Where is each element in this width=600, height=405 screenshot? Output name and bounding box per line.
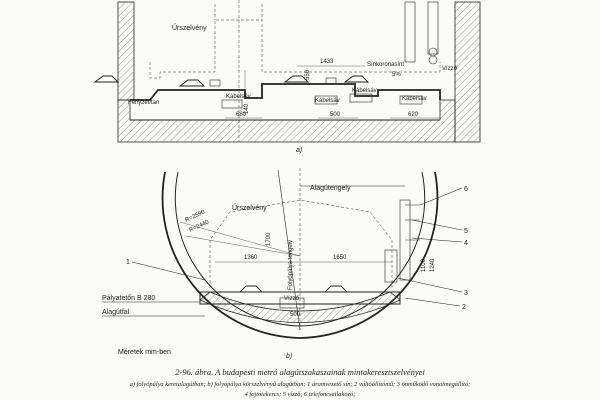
dim-620: 620	[408, 112, 419, 118]
fenyzet-label-a: Fényzet/tan	[128, 100, 159, 106]
left-wall-a	[117, 1, 135, 101]
dim-500-b: 500	[290, 312, 301, 318]
alagutengely-label-b: Alagútengely	[310, 185, 351, 192]
alagutfal-label: Alagútfal	[102, 309, 130, 316]
urszelveny-label-a: Űrszelvény	[172, 23, 207, 32]
cable-ducts-a	[221, 93, 423, 109]
sinkorona-label-a: Sínkoronasínt	[367, 62, 404, 68]
base-slab-a	[117, 99, 456, 143]
caption-title: 2-96. ábra. A budapesti metró alagútszak…	[175, 367, 425, 377]
meretek-label: Méretek mm-ben	[118, 349, 171, 356]
urszelveny-label-b: Űrszelvény	[232, 203, 267, 212]
callout-2: 2	[462, 304, 466, 311]
dim-1360: 1360	[244, 255, 258, 261]
callout-4: 4	[464, 240, 468, 247]
side-equipment-b	[384, 199, 420, 283]
dimensions-a: 1433 550 140 680 500 620	[225, 59, 440, 119]
callout-3: 3	[464, 290, 468, 297]
vertical-axis-label: Folyópálya tengely	[288, 240, 294, 290]
figure-a: Űrszelvény Sínkoronasínt Vízző Fényzet/t…	[93, 0, 481, 154]
rails-a	[93, 75, 370, 87]
dim-680: 680	[236, 112, 247, 118]
clearance-outline-b	[209, 199, 393, 288]
clearance-outline-a	[149, 19, 441, 79]
kabel-label-far-a: Kábelsáv	[402, 96, 427, 102]
dim-550: 550	[305, 69, 311, 80]
dim-1100: 1100	[421, 258, 427, 272]
callout-1: 1	[126, 259, 130, 266]
dim-1650: 1650	[333, 255, 347, 261]
callout-6: 6	[464, 186, 468, 193]
vizzo-label-b: Vízző	[284, 296, 300, 302]
callouts-b: 1 2 3 4 5 6	[126, 186, 468, 311]
invert-hatch	[199, 291, 401, 323]
dim-1433: 1433	[320, 59, 334, 65]
figure-b-letter: b)	[286, 353, 292, 360]
dim-140: 140	[244, 103, 250, 114]
callout-5: 5	[464, 228, 468, 235]
caption-line-2: 4 fojtótekercs; 5 vízző; 6 telefoncsatla…	[245, 391, 356, 398]
vizzo-label-a: Vízző	[442, 66, 458, 72]
dim-500: 500	[330, 112, 341, 118]
pipes-a	[404, 1, 439, 65]
figure-b: Alagútengely Űrszelvény R=2590 R=2440 Fo…	[102, 168, 468, 360]
palyateton-label: Pályatetőn B 280	[102, 295, 155, 302]
kabel-label-mid-a: Kábelsáv	[315, 98, 340, 104]
dim-1700: 1700	[266, 232, 272, 246]
right-wall-a	[454, 1, 481, 143]
dim-1240: 1240	[430, 258, 436, 272]
figure-a-letter: a)	[296, 147, 302, 154]
dimensions-b: 1360 1650 1700 1100 1240 500	[215, 232, 436, 318]
tunnel-lining-outer	[161, 171, 439, 339]
kabel-label-right-a: Kábelsáv	[352, 88, 377, 94]
track-bed-profile-a	[130, 83, 441, 101]
rails-b	[238, 285, 349, 309]
caption: 2-96. ábra. A budapesti metró alagútszak…	[130, 367, 471, 398]
kabel-label-left-a: Kábelsáv	[226, 94, 251, 100]
slope-label-a: 5%	[392, 72, 401, 78]
caption-line-1: a) folyópálya keretalagútban; b) folyópá…	[130, 381, 471, 388]
